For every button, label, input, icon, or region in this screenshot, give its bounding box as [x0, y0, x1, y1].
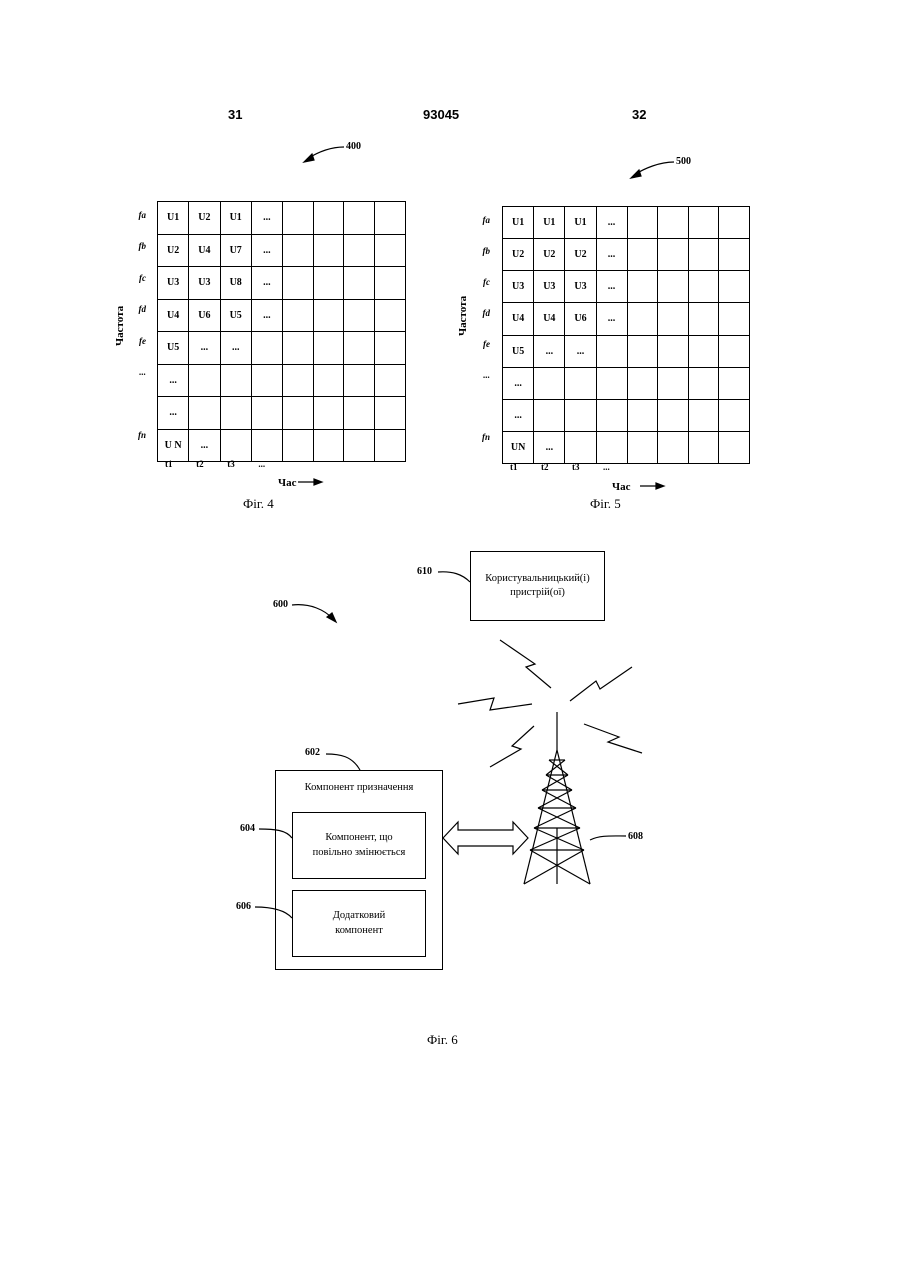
- fig4-x-axis-arrowhead: [314, 479, 322, 485]
- fig6-assignment-leader: [326, 754, 360, 770]
- fig4-ref-arrowhead: [304, 154, 314, 162]
- lightning-bolt-right: [584, 724, 642, 753]
- fig6-user-device-leader: [438, 572, 470, 582]
- fig6-slow-component-leader: [259, 829, 292, 838]
- lightning-bolt-lower-left: [490, 726, 534, 767]
- fig6-tower-leader: [590, 836, 626, 840]
- radio-tower-icon: [524, 712, 590, 884]
- fig6-bidirectional-arrow: [443, 822, 528, 854]
- fig5-x-axis-arrowhead: [656, 483, 664, 489]
- fig6-additional-component-leader: [255, 907, 292, 918]
- lightning-bolt-left: [458, 698, 532, 710]
- fig5-ref-arrowhead: [631, 170, 641, 178]
- lightning-bolt-upper-right: [570, 667, 632, 701]
- lightning-bolt-upper-left: [500, 640, 551, 688]
